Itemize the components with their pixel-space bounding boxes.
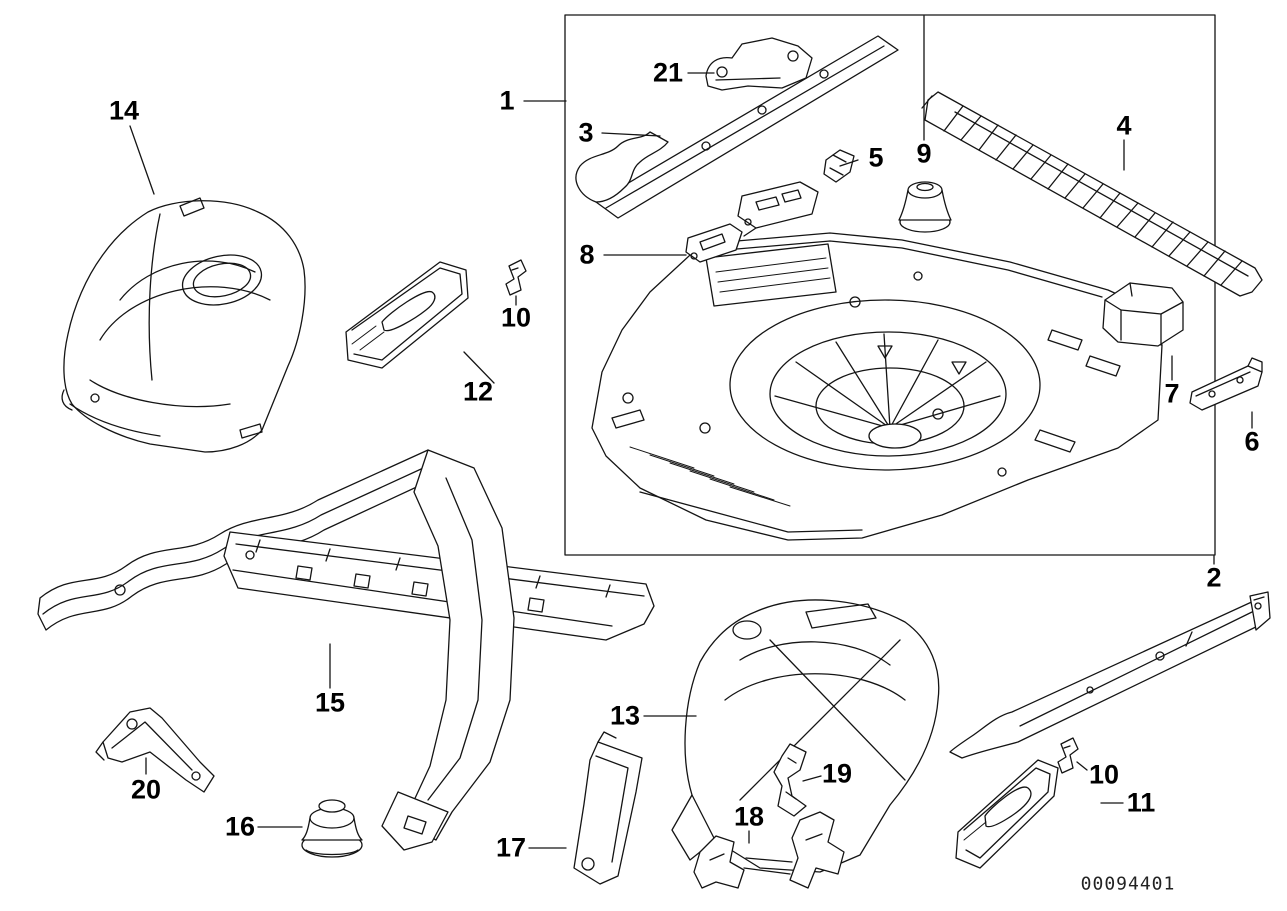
part-illustration-19 bbox=[773, 743, 807, 817]
callout-5[interactable]: 5 bbox=[868, 142, 884, 173]
part-illustration-11 bbox=[955, 759, 1059, 869]
part-illustration-10b bbox=[1057, 737, 1079, 774]
part-illustration-2 bbox=[949, 591, 1271, 759]
callout-18[interactable]: 18 bbox=[733, 801, 765, 832]
part-illustration-20 bbox=[95, 707, 215, 793]
leader-lines bbox=[129, 15, 1253, 849]
part-illustration-10a bbox=[505, 259, 527, 296]
part-illustration-16 bbox=[301, 799, 363, 858]
part-illustration-8 bbox=[685, 181, 819, 263]
callout-16[interactable]: 16 bbox=[224, 811, 256, 842]
part-illustration-18 bbox=[693, 811, 845, 889]
part-illustration-9 bbox=[898, 181, 952, 233]
callout-19[interactable]: 19 bbox=[821, 758, 853, 789]
callout-11[interactable]: 11 bbox=[1126, 787, 1156, 818]
callout-17[interactable]: 17 bbox=[495, 832, 527, 863]
callout-9[interactable]: 9 bbox=[916, 138, 932, 169]
part-illustration-14 bbox=[61, 197, 306, 453]
image-code: 00094401 bbox=[1080, 873, 1176, 895]
part-illustration-6 bbox=[1189, 357, 1263, 411]
callout-21[interactable]: 21 bbox=[652, 57, 684, 88]
callout-20[interactable]: 20 bbox=[130, 774, 162, 805]
part-illustration-13 bbox=[671, 599, 940, 873]
callout-15[interactable]: 15 bbox=[314, 687, 346, 718]
assembly-frame bbox=[564, 14, 1216, 556]
part-illustration-5 bbox=[823, 149, 855, 183]
callout-14[interactable]: 14 bbox=[108, 95, 140, 126]
part-illustration-15 bbox=[37, 449, 655, 851]
part-illustration-21 bbox=[705, 37, 813, 91]
part-illustration-7 bbox=[1102, 282, 1184, 347]
callout-2[interactable]: 2 bbox=[1206, 562, 1222, 593]
callout-10a[interactable]: 10 bbox=[500, 302, 532, 333]
callout-8[interactable]: 8 bbox=[579, 239, 595, 270]
callout-1[interactable]: 1 bbox=[499, 85, 515, 116]
callout-6[interactable]: 6 bbox=[1244, 426, 1260, 457]
callout-3[interactable]: 3 bbox=[578, 117, 594, 148]
callout-7[interactable]: 7 bbox=[1164, 378, 1180, 409]
part-illustration-12 bbox=[345, 261, 469, 369]
callout-13[interactable]: 13 bbox=[609, 700, 641, 731]
floor-panel-illustration bbox=[591, 232, 1163, 541]
part-illustration-17 bbox=[573, 731, 643, 885]
callout-10b[interactable]: 10 bbox=[1088, 759, 1120, 790]
callout-4[interactable]: 4 bbox=[1116, 110, 1132, 141]
callout-12[interactable]: 12 bbox=[462, 376, 494, 407]
part-illustration-3 bbox=[575, 35, 899, 219]
